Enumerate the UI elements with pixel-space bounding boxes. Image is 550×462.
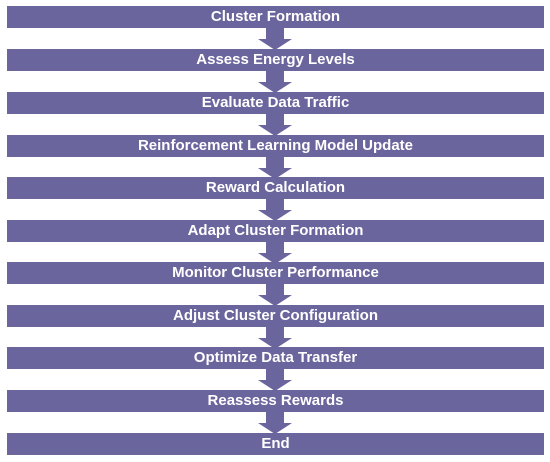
arrow-down-icon [258,284,292,306]
arrow-down-icon [258,199,292,221]
step-adapt-cluster-formation: Adapt Cluster Formation [7,220,544,242]
step-end: End [7,433,544,455]
step-cluster-formation: Cluster Formation [7,6,544,28]
arrow-down-icon [258,71,292,93]
arrow-down-icon [258,28,292,50]
arrow-down-icon [258,157,292,179]
arrow-down-icon [258,114,292,136]
arrow-down-icon [258,242,292,264]
step-adjust-cluster-configuration: Adjust Cluster Configuration [7,305,544,327]
step-reassess-rewards: Reassess Rewards [7,390,544,412]
step-monitor-cluster-performance: Monitor Cluster Performance [7,262,544,284]
arrow-down-icon [258,369,292,391]
arrow-down-icon [258,327,292,349]
step-rl-model-update: Reinforcement Learning Model Update [7,135,544,157]
step-evaluate-data-traffic: Evaluate Data Traffic [7,92,544,114]
arrow-down-icon [258,412,292,434]
step-optimize-data-transfer: Optimize Data Transfer [7,347,544,369]
step-assess-energy-levels: Assess Energy Levels [7,49,544,71]
step-reward-calculation: Reward Calculation [7,177,544,199]
